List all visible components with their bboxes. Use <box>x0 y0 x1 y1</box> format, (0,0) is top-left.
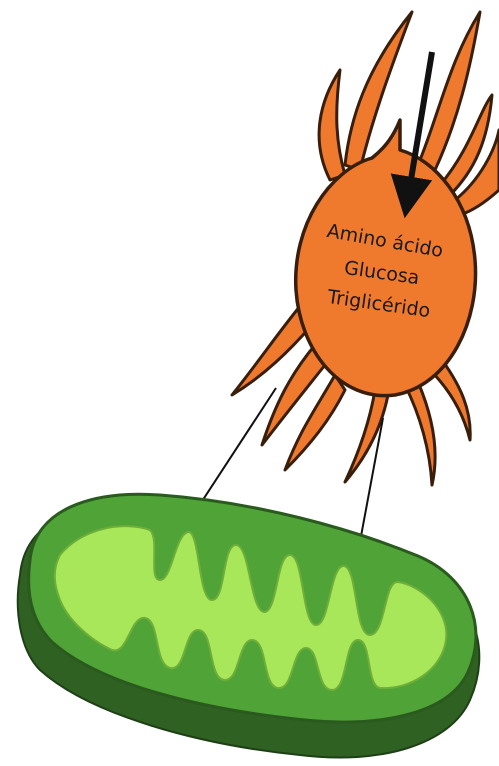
arrow-to-mitochondrion-left <box>193 388 276 515</box>
mitochondrion <box>18 494 480 757</box>
orange-cell: Amino ácido Glucosa Triglicérido <box>232 12 499 485</box>
